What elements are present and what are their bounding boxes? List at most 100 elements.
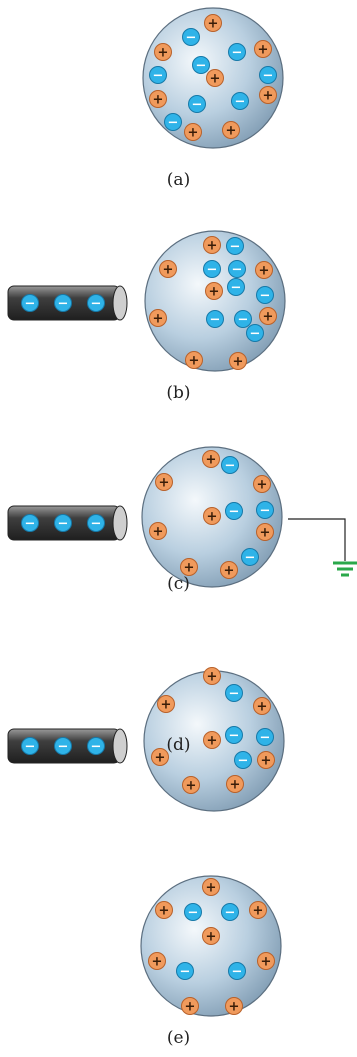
negative-charge-icon: − [234,751,252,769]
svg-text:+: + [206,881,217,896]
svg-text:−: − [196,59,207,74]
svg-text:+: + [229,1000,240,1015]
negative-charge-icon: − [54,514,72,532]
ground-symbol-icon [288,518,357,577]
svg-text:+: + [158,46,169,61]
positive-charge-icon: + [148,952,166,970]
svg-text:+: + [207,734,218,749]
svg-text:+: + [230,778,241,793]
positive-charge-icon: + [204,14,222,32]
svg-text:+: + [233,355,244,370]
negative-charge-icon: − [54,294,72,312]
positive-charge-icon: + [229,352,247,370]
negative-charge-icon: − [184,903,202,921]
negative-charge-icon: − [176,962,194,980]
negative-charge-icon: − [231,92,249,110]
positive-charge-icon: + [259,86,277,104]
positive-charge-icon: + [253,475,271,493]
svg-text:+: + [224,564,235,579]
svg-text:−: − [250,327,261,342]
svg-text:+: + [208,17,219,32]
negative-charge-icon: − [234,310,252,328]
svg-text:+: + [259,264,270,279]
positive-charge-icon: + [253,697,271,715]
svg-text:−: − [232,46,243,61]
svg-text:−: − [58,740,69,755]
positive-charge-icon: + [206,69,224,87]
positive-charge-icon: + [203,507,221,525]
svg-text:+: + [186,779,197,794]
svg-text:+: + [210,72,221,87]
svg-text:+: + [207,239,218,254]
svg-text:−: − [260,289,271,304]
svg-text:+: + [159,904,170,919]
svg-text:+: + [253,904,264,919]
positive-charge-icon: + [222,121,240,139]
positive-charge-icon: + [159,260,177,278]
svg-text:−: − [192,98,203,113]
panel-e-diagram: ++−−+++−−+++ [140,875,282,1017]
negative-charge-icon: − [228,43,246,61]
positive-charge-icon: + [202,927,220,945]
panel-a: +−+−+−−+−+−−+−++ (a) [0,0,357,205]
svg-text:+: + [188,126,199,141]
positive-charge-icon: + [184,123,202,141]
positive-charge-icon: + [259,307,277,325]
negative-charge-icon: − [228,260,246,278]
svg-text:+: + [184,561,195,576]
negative-charge-icon: − [188,95,206,113]
svg-text:+: + [260,526,271,541]
positive-charge-icon: + [149,90,167,108]
negative-charge-icon: − [225,684,243,702]
svg-text:−: − [260,504,271,519]
positive-charge-icon: + [249,901,267,919]
negative-charge-icon: − [225,502,243,520]
positive-charge-icon: + [182,776,200,794]
positive-charge-icon: + [203,667,221,685]
panel-b-diagram: −−−+−+−−+−+−+−−+−++ [7,230,286,372]
svg-text:−: − [231,281,242,296]
panel-a-caption: (a) [166,170,191,190]
svg-text:+: + [155,751,166,766]
panel-d-caption: (d) [166,735,191,755]
panel-c: −−−+−++−+−++−++ (c) [0,428,357,628]
positive-charge-icon: + [185,351,203,369]
svg-text:+: + [153,525,164,540]
panel-a-diagram: +−+−+−−+−+−−+−++ [142,7,284,149]
svg-text:+: + [185,1000,196,1015]
positive-charge-icon: + [257,952,275,970]
panel-e: ++−−+++−−+++ (e) [0,850,357,1057]
svg-text:+: + [261,955,272,970]
positive-charge-icon: + [226,775,244,793]
negative-charge-icon: − [256,501,274,519]
svg-text:+: + [257,700,268,715]
svg-text:+: + [207,510,218,525]
svg-text:+: + [153,93,164,108]
svg-text:−: − [238,754,249,769]
negative-charge-icon: − [241,548,259,566]
negative-charge-icon: − [221,456,239,474]
panel-c-diagram: −−−+−++−+−++−++ [7,446,357,588]
negative-charge-icon: − [221,903,239,921]
svg-text:−: − [232,263,243,278]
positive-charge-icon: + [151,748,169,766]
negative-charge-icon: − [21,294,39,312]
positive-charge-icon: + [255,261,273,279]
positive-charge-icon: + [203,731,221,749]
panel-c-caption: (c) [167,574,190,594]
negative-charge-icon: − [227,278,245,296]
svg-text:−: − [58,517,69,532]
positive-charge-icon: + [149,309,167,327]
negative-charge-icon: − [206,310,224,328]
negative-charge-icon: − [226,237,244,255]
positive-charge-icon: + [202,450,220,468]
panel-d-diagram: −−−+−++−+−++−++ [7,667,285,812]
positive-charge-icon: + [205,282,223,300]
negative-charge-icon: − [21,514,39,532]
negative-charge-icon: − [256,286,274,304]
svg-text:+: + [206,930,217,945]
svg-text:+: + [209,285,220,300]
panel-d: −−−+−++−+−++−++ (d) [0,611,357,812]
svg-text:−: − [225,906,236,921]
svg-text:+: + [163,263,174,278]
